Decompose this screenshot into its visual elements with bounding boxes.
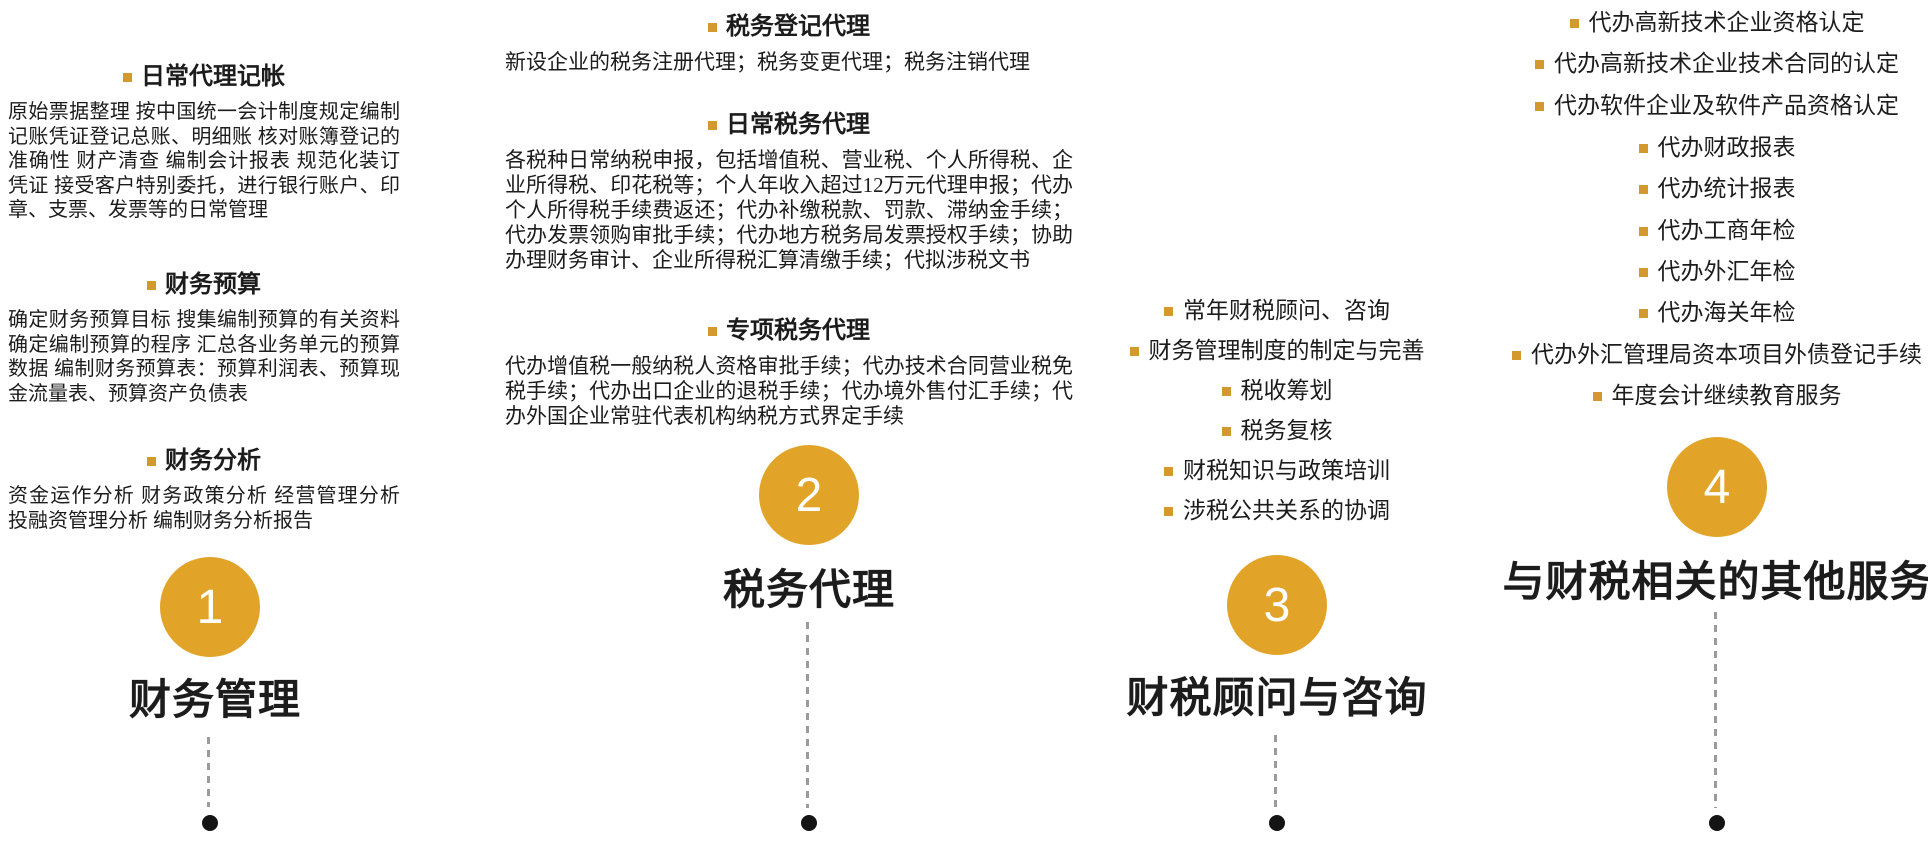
list-item-text: 代办工商年检 [1657,218,1796,243]
bullet-icon [1221,426,1231,436]
list-item-text: 代办外汇管理局资本项目外债登记手续 [1531,342,1922,367]
section-body: 原始票据整理 按中国统一会计制度规定编制记账凭证登记总账、明细账 核对账簿登记的… [8,101,400,222]
list-item-text: 财务管理制度的制定与完善 [1148,338,1425,363]
list-item-text: 代办软件企业及软件产品资格认定 [1554,93,1899,118]
list-item-text: 财税知识与政策培训 [1183,458,1390,483]
list-item: 代办统计报表 [1492,176,1928,202]
section-heading-text: 财务预算 [165,272,261,298]
section-tax-registration-agency: 税务登记代理 新设企业的税务注册代理；税务变更代理；税务注销代理 [505,14,1073,75]
bullet-icon [1638,267,1648,277]
bullet-icon [1569,18,1579,28]
bullet-icon [708,120,717,130]
bullet-icon [1164,506,1173,516]
section-heading: 专项税务代理 [505,318,1073,344]
section-daily-tax-agency: 日常税务代理 各税种日常纳税申报，包括增值税、营业税、个人所得税、企业所得税、印… [505,112,1073,273]
section-heading: 财务分析 [8,448,400,474]
list-item-text: 常年财税顾问、咨询 [1183,298,1390,323]
bullet-icon [1129,346,1139,356]
section-body: 各税种日常纳税申报，包括增值税、营业税、个人所得税、企业所得税、印花税等；个人年… [505,148,1073,272]
list-item: 财务管理制度的制定与完善 [1077,338,1477,364]
list-item-text: 代办高新技术企业资格认定 [1588,10,1865,35]
bullet-icon [1638,308,1648,318]
bullet-icon [1512,350,1521,360]
section-body: 代办增值税一般纳税人资格审批手续；代办技术合同营业税免税手续；代办出口企业的退税… [505,354,1073,428]
group-title-other-services: 与财税相关的其他服务 [1502,560,1928,606]
bullet-icon [1638,184,1648,194]
group-title-tax-consulting: 财税顾问与咨询 [1126,676,1428,722]
list-item-text: 涉税公共关系的协调 [1183,498,1390,523]
section-heading-text: 税务登记代理 [726,14,870,40]
list-item-text: 代办统计报表 [1657,176,1796,201]
section-heading-text: 日常代理记帐 [141,64,285,90]
section-heading: 财务预算 [8,272,400,298]
connector-dashed-line [207,737,210,807]
bullet-icon [1164,466,1173,476]
list-item: 代办海关年检 [1492,300,1928,326]
list-item: 代办高新技术企业资格认定 [1492,10,1928,36]
list-item: 税收筹划 [1077,378,1477,404]
connector-dashed-line [1274,735,1277,807]
list-item: 财税知识与政策培训 [1077,458,1477,484]
section-heading: 日常代理记帐 [8,64,400,90]
bullet-icon [123,72,132,82]
list-item: 代办财政报表 [1492,135,1928,161]
bullet-icon [1221,386,1231,396]
section-daily-bookkeeping: 日常代理记帐 原始票据整理 按中国统一会计制度规定编制记账凭证登记总账、明细账 … [8,64,400,223]
section-special-tax-agency: 专项税务代理 代办增值税一般纳税人资格审批手续；代办技术合同营业税免税手续；代办… [505,318,1073,429]
endpoint-dot [1269,815,1285,831]
section-heading-text: 专项税务代理 [726,318,870,344]
connector-dashed-line [1714,612,1717,808]
connector-dashed-line [806,622,809,808]
list-item-text: 年度会计继续教育服务 [1611,383,1842,408]
list-item: 代办外汇管理局资本项目外债登记手续 [1492,342,1928,368]
list-item: 代办高新技术企业技术合同的认定 [1492,51,1928,77]
bullet-icon [147,456,156,466]
section-heading-text: 日常税务代理 [726,112,870,138]
section-heading-text: 财务分析 [165,448,261,474]
section-heading: 日常税务代理 [505,112,1073,138]
list-item-text: 代办外汇年检 [1657,259,1796,284]
list-item-text: 代办财政报表 [1657,135,1796,160]
step-circle-4: 4 [1667,437,1767,537]
list-item-text: 代办高新技术企业技术合同的认定 [1554,51,1899,76]
section-financial-analysis: 财务分析 资金运作分析 财务政策分析 经营管理分析 投融资管理分析 编制财务分析… [8,448,400,533]
step-number: 2 [795,468,823,522]
section-financial-budget: 财务预算 确定财务预算目标 搜集编制预算的有关资料 确定编制预算的程序 汇总各业… [8,272,400,406]
bullet-icon [1535,59,1544,69]
list-item: 常年财税顾问、咨询 [1077,298,1477,324]
endpoint-dot [801,815,817,831]
section-body: 资金运作分析 财务政策分析 经营管理分析 投融资管理分析 编制财务分析报告 [8,485,400,532]
section-body: 确定财务预算目标 搜集编制预算的有关资料 确定编制预算的程序 汇总各业务单元的预… [8,309,400,405]
step-circle-2: 2 [759,445,859,545]
bullet-icon [1535,101,1544,111]
list-item-text: 税收筹划 [1240,378,1333,403]
list-item: 年度会计继续教育服务 [1492,383,1928,409]
section-body: 新设企业的税务注册代理；税务变更代理；税务注销代理 [505,50,1030,74]
bullet-icon [147,280,156,290]
bullet-icon [1638,226,1648,236]
list-item-text: 代办海关年检 [1657,300,1796,325]
endpoint-dot [202,815,218,831]
list-item: 代办工商年检 [1492,218,1928,244]
step-number: 4 [1703,460,1731,514]
bullet-icon [708,326,717,336]
list-item: 代办软件企业及软件产品资格认定 [1492,93,1928,119]
group-title-tax-agency: 税务代理 [722,568,895,614]
bullet-icon [1592,391,1602,401]
section-heading: 税务登记代理 [505,14,1073,40]
step-number: 1 [196,580,224,634]
bullet-icon [1164,306,1173,316]
bullet-icon [1638,143,1648,153]
group-title-financial-management: 财务管理 [128,678,301,724]
endpoint-dot [1709,815,1725,831]
list-item: 税务复核 [1077,418,1477,444]
step-circle-1: 1 [160,557,260,657]
step-circle-3: 3 [1227,555,1327,655]
step-number: 3 [1263,578,1291,632]
bullet-icon [708,22,717,32]
list-item-text: 税务复核 [1240,418,1333,443]
list-item: 涉税公共关系的协调 [1077,498,1477,524]
list-item: 代办外汇年检 [1492,259,1928,285]
